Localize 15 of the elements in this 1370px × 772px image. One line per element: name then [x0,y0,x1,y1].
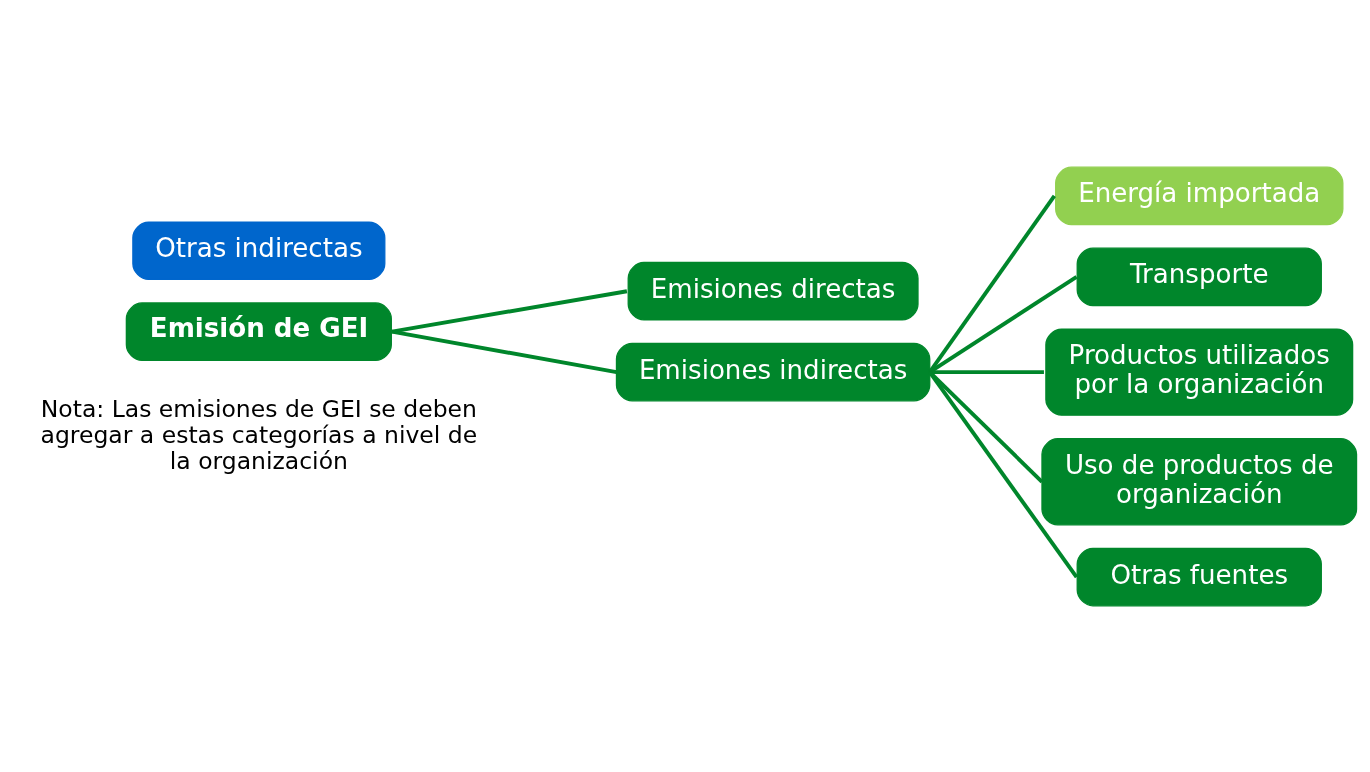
node-box: Emisiones directas [627,261,919,321]
connector [928,194,1056,373]
node-box: Productos utilizados por la organización [1045,327,1354,416]
node-box: Transporte [1076,247,1322,306]
connector [391,329,617,374]
label: Nota: Las emisiones de GEI se deben agregar a estas categorías a nivel de la organización [40,394,478,475]
node-box: Uso de productos de organización [1041,437,1358,525]
node-box: Otras fuentes [1076,547,1322,606]
connector [929,369,1044,374]
connector [928,370,1079,578]
node-box: Otras indirectas [132,220,386,280]
node-box: Energía importada [1055,166,1344,225]
node-box: Emisión de GEI [125,301,392,361]
connector [391,288,628,334]
node-box: Emisiones indirectas [615,342,931,401]
